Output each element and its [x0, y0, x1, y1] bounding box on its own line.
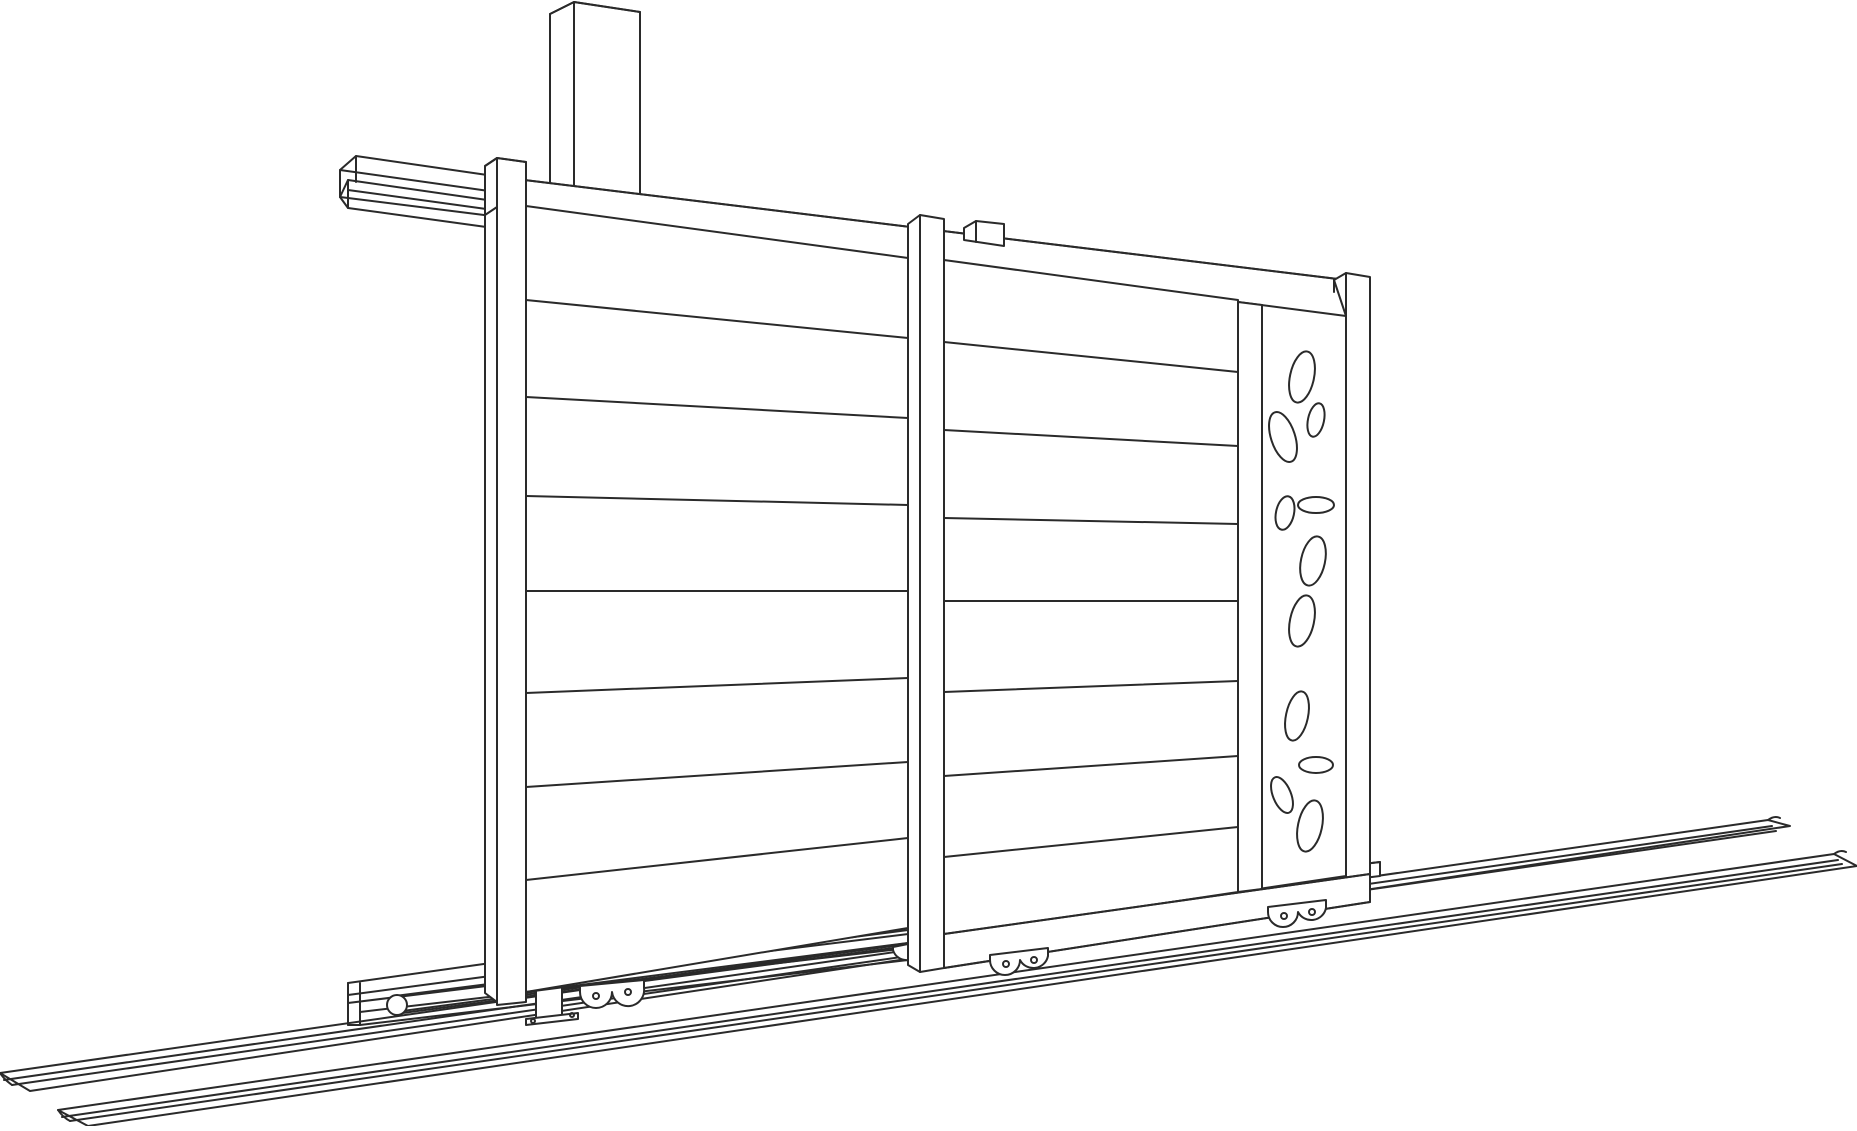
- board-line: [943, 517, 1239, 525]
- top-cap-post: [963, 220, 1005, 247]
- gate-roller-pair: [892, 943, 909, 962]
- board-line: [525, 761, 909, 788]
- stile-left: [484, 157, 527, 1006]
- guide-roller-pair: [579, 979, 646, 1009]
- board-line: [943, 429, 1239, 447]
- ground-rail-front: [57, 849, 1857, 1127]
- top-beam-left: [339, 155, 509, 231]
- decorative-holes: [1268, 350, 1335, 853]
- end-roller-icon: [386, 994, 408, 1016]
- board-line: [525, 677, 909, 694]
- board-line: [525, 495, 909, 506]
- back-post: [549, 1, 641, 201]
- gate-roller-pair: [989, 947, 1049, 976]
- gate-roller-pair: [1267, 899, 1327, 928]
- main-panel-left: [525, 205, 909, 993]
- decorative-panel: [1237, 301, 1347, 893]
- main-panel-right: [943, 259, 1239, 937]
- board-line: [943, 341, 1239, 373]
- board-line: [943, 680, 1239, 693]
- guide-channel: [386, 929, 909, 1016]
- board-line: [943, 755, 1239, 777]
- board-line: [943, 826, 1239, 858]
- board-line: [525, 396, 909, 419]
- board-line: [525, 837, 909, 881]
- stile-middle: [907, 214, 945, 973]
- board-line: [525, 299, 909, 339]
